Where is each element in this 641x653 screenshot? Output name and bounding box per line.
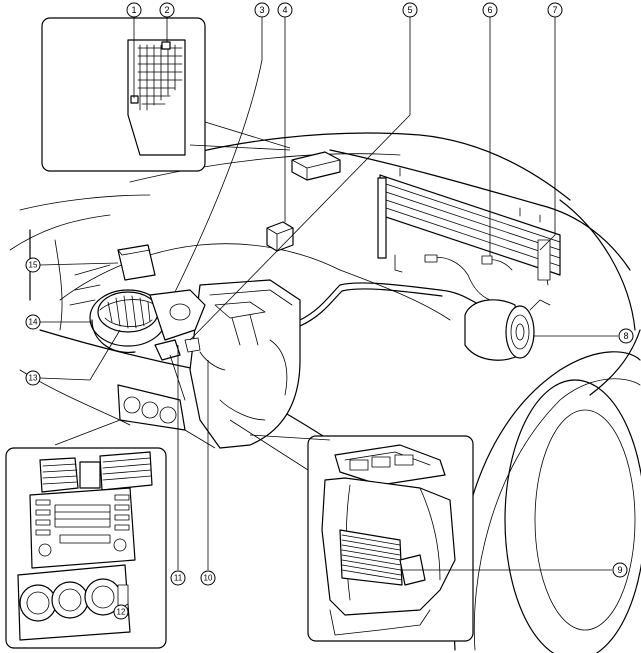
callout-2: 2 — [159, 2, 175, 18]
ac-compressor — [464, 239, 551, 361]
callout-label: 6 — [487, 5, 492, 15]
callout-label: 3 — [259, 5, 264, 15]
heater-unit — [189, 279, 301, 449]
callout-label: 13 — [29, 374, 38, 383]
callout-13: 13 — [25, 370, 41, 386]
callout-14: 14 — [25, 314, 41, 330]
callout-label: 10 — [204, 574, 213, 583]
component-4-unit — [266, 221, 294, 252]
relay-2-marker — [161, 41, 171, 50]
callout-4: 4 — [277, 2, 293, 18]
callout-1: 1 — [126, 2, 142, 18]
climate-control-panel — [54, 384, 216, 449]
pressure-switch-connector — [424, 254, 438, 263]
relay-box — [291, 151, 341, 181]
callout-label: 8 — [623, 331, 628, 341]
refrigerant-pipes — [299, 254, 513, 327]
refrigerant-pressure-sensor — [481, 255, 493, 265]
callout-label: 11 — [174, 574, 183, 583]
callout-label: 2 — [164, 5, 169, 15]
callout-label: 4 — [282, 5, 287, 15]
inset-relay-panel — [41, 17, 291, 172]
callout-label: 12 — [117, 608, 126, 617]
callout-10: 10 — [200, 570, 216, 586]
blower-motor — [69, 244, 206, 353]
callout-6: 6 — [482, 2, 498, 18]
callout-15: 15 — [25, 257, 41, 273]
relay-1-marker — [130, 95, 139, 104]
callout-label: 1 — [131, 5, 136, 15]
callout-11: 11 — [170, 570, 186, 586]
callout-label: 5 — [407, 5, 412, 15]
callout-5: 5 — [402, 2, 418, 18]
callout-12: 12 — [113, 604, 129, 620]
callout-label: 7 — [552, 5, 557, 15]
inset-control-panel — [5, 447, 167, 649]
condenser — [377, 167, 561, 276]
leader-lines — [39, 17, 618, 613]
callout-3: 3 — [254, 2, 270, 18]
callout-label: 9 — [617, 565, 622, 575]
sensor-cluster — [154, 337, 226, 401]
callout-label: 14 — [29, 318, 38, 327]
inset-heater-unit — [229, 419, 474, 642]
callout-7: 7 — [547, 2, 563, 18]
callout-9: 9 — [612, 562, 628, 578]
callout-8: 8 — [618, 328, 634, 344]
callout-label: 15 — [29, 261, 38, 270]
